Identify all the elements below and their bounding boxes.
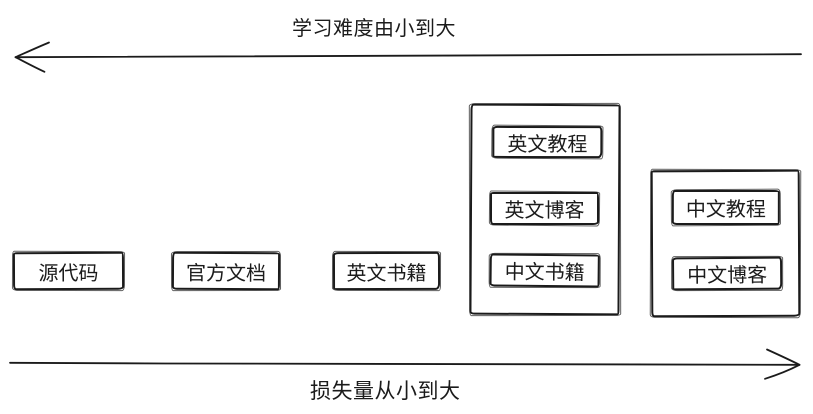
right-arrowhead-icon	[764, 363, 801, 380]
box-english-books: 英文书籍	[332, 251, 441, 291]
group-english-resources: 英文教程 英文博客 中文书籍	[469, 103, 621, 316]
difficulty-arrow-line	[16, 53, 802, 59]
box-label: 中文教程	[685, 198, 766, 222]
box-english-blogs: 英文博客	[489, 191, 600, 226]
box-official-docs: 官方文档	[171, 251, 281, 291]
left-arrowhead-icon	[14, 41, 50, 59]
group-chinese-resources: 中文教程 中文博客	[650, 169, 801, 318]
box-label: 中文博客	[687, 264, 768, 288]
right-arrowhead-icon	[766, 348, 801, 366]
box-label: 官方文档	[185, 262, 267, 285]
box-source-code: 源代码	[12, 251, 125, 291]
box-label: 英文书籍	[346, 262, 427, 285]
loss-arrow-line	[9, 361, 799, 366]
box-chinese-tutorials: 中文教程	[671, 189, 780, 226]
box-label: 中文书籍	[504, 261, 585, 285]
box-label: 英文博客	[504, 199, 585, 223]
box-chinese-books: 中文书籍	[489, 253, 600, 288]
box-english-tutorials: 英文教程	[492, 125, 603, 159]
box-label: 源代码	[38, 262, 99, 285]
box-label: 英文教程	[507, 133, 588, 156]
left-arrowhead-icon	[14, 56, 46, 73]
loss-axis-label: 损失量从小到大	[310, 380, 461, 403]
box-chinese-blogs: 中文博客	[672, 256, 783, 291]
difficulty-axis-label: 学习难度由小到大	[292, 18, 456, 40]
